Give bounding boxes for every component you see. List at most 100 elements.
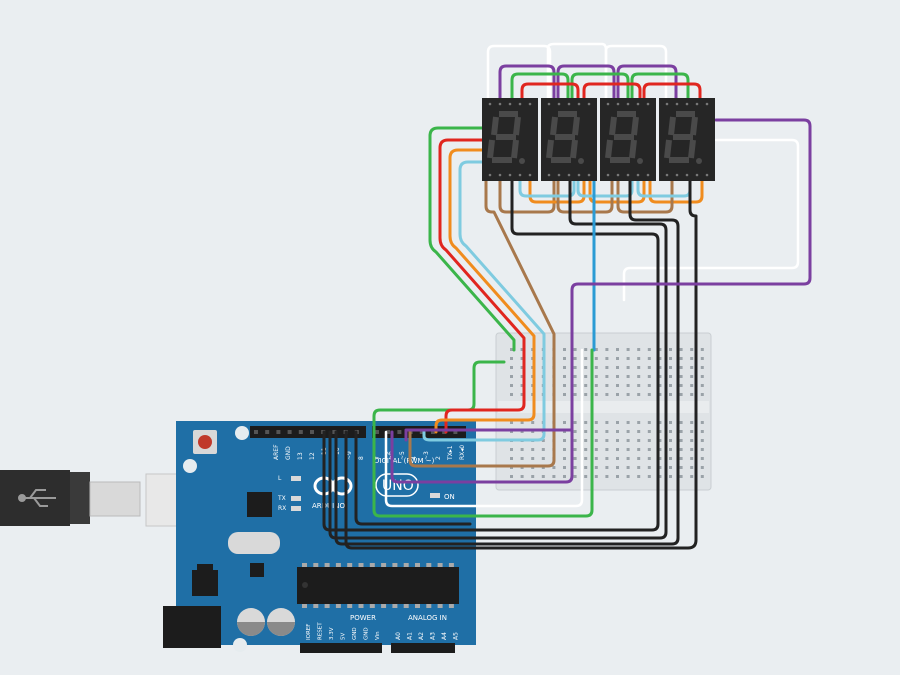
mounting-hole xyxy=(235,426,249,440)
wire-white[interactable] xyxy=(486,44,552,100)
header-pin[interactable] xyxy=(298,430,303,434)
breadboard-hole xyxy=(679,430,683,433)
wire-orange[interactable] xyxy=(448,148,536,352)
breadboard-hole xyxy=(520,375,524,378)
breadboard-hole xyxy=(563,448,566,451)
wire-red[interactable] xyxy=(444,348,526,434)
breadboard-hole xyxy=(658,430,662,433)
breadboard-hole xyxy=(584,439,588,442)
capacitor xyxy=(237,608,265,636)
power-pin-label: Vin xyxy=(375,631,381,640)
analog-header xyxy=(391,643,455,653)
wire-purple[interactable] xyxy=(390,118,812,484)
wire-brown[interactable] xyxy=(484,179,556,352)
wire-white[interactable] xyxy=(622,138,800,302)
breadboard-hole xyxy=(594,421,598,424)
wire-purple[interactable] xyxy=(498,64,556,100)
wire-purple[interactable] xyxy=(616,64,678,100)
breadboard-hole xyxy=(563,475,566,478)
header-pin[interactable] xyxy=(397,430,402,434)
wire-green[interactable] xyxy=(630,72,690,100)
breadboard-hole xyxy=(594,348,598,351)
wire-lightblue[interactable] xyxy=(576,179,634,198)
header-pin[interactable] xyxy=(375,430,379,434)
breadboard-hole xyxy=(616,393,619,396)
header-pin[interactable] xyxy=(386,430,391,434)
wire-green[interactable] xyxy=(510,72,570,100)
segment-c xyxy=(629,139,637,159)
wire-green[interactable] xyxy=(428,126,516,352)
wire-lightblue[interactable] xyxy=(458,160,546,352)
breadboard-hole xyxy=(520,421,524,424)
breadboard-hole xyxy=(658,466,662,469)
wire-brown[interactable] xyxy=(616,179,674,214)
wire-black[interactable] xyxy=(334,179,680,546)
header-pin[interactable] xyxy=(332,430,337,434)
wire-red[interactable] xyxy=(438,138,526,352)
wire-purple[interactable] xyxy=(404,428,574,442)
status-led xyxy=(291,506,301,511)
breadboard-hole xyxy=(520,475,524,478)
breadboard-hole xyxy=(679,439,683,442)
pin-label: TX▸1 xyxy=(447,445,454,461)
segment-b xyxy=(631,116,639,136)
seven-segment-display[interactable] xyxy=(482,98,538,181)
dc-power-jack[interactable] xyxy=(163,606,221,648)
wire-lightblue[interactable] xyxy=(518,179,576,198)
wire-red[interactable] xyxy=(642,82,702,100)
wire-black[interactable] xyxy=(344,179,698,550)
header-pin[interactable] xyxy=(453,430,458,434)
wire-black[interactable] xyxy=(322,179,660,532)
usb-cable[interactable] xyxy=(0,470,141,526)
breadboard-hole xyxy=(626,384,630,387)
wire-lightblue[interactable] xyxy=(422,348,546,442)
breadboard-hole xyxy=(690,348,694,351)
breadboard-hole xyxy=(584,393,588,396)
wire-orange[interactable] xyxy=(648,179,704,204)
seven-segment-display[interactable] xyxy=(600,98,656,181)
wire-white[interactable] xyxy=(604,44,668,100)
header-pin[interactable] xyxy=(310,430,314,434)
wire-white[interactable] xyxy=(384,348,584,508)
breadboard-hole xyxy=(690,439,694,442)
breadboard-hole xyxy=(616,430,619,433)
header-pin[interactable] xyxy=(431,430,435,434)
wire-purple[interactable] xyxy=(556,64,616,100)
wire-red[interactable] xyxy=(582,82,642,100)
wire-red[interactable] xyxy=(520,82,580,100)
reset-button-cap[interactable] xyxy=(198,435,212,449)
wire-black[interactable] xyxy=(328,179,668,540)
header-pin[interactable] xyxy=(254,430,258,434)
header-pin[interactable] xyxy=(265,430,270,434)
wire-black[interactable] xyxy=(354,430,472,526)
seven-segment-display[interactable] xyxy=(659,98,715,181)
wire-green[interactable] xyxy=(372,348,594,518)
breadboard-hole xyxy=(690,357,694,360)
breadboard-hole xyxy=(637,393,641,396)
header-pin[interactable] xyxy=(419,430,424,434)
breadboard-hole xyxy=(690,457,694,460)
seven-segment-displays xyxy=(482,98,715,181)
breadboard-hole xyxy=(700,475,704,478)
wire-brown[interactable] xyxy=(556,179,614,214)
wire-lightblue[interactable] xyxy=(636,179,692,198)
breadboard-hole xyxy=(531,421,535,424)
breadboard-hole xyxy=(510,357,513,360)
wire-brown[interactable] xyxy=(408,348,556,468)
header-pin[interactable] xyxy=(442,430,447,434)
atmega-microcontroller xyxy=(297,567,459,604)
breadboard-hole xyxy=(690,366,694,369)
breadboard-hole xyxy=(594,384,598,387)
breadboard-hole xyxy=(584,421,588,424)
breadboard-hole xyxy=(669,475,672,478)
wire-brown[interactable] xyxy=(498,179,556,214)
breadboard-hole xyxy=(647,439,651,442)
power-pin-label: 3.3V xyxy=(329,627,335,640)
breadboard-hole xyxy=(573,357,577,360)
wire-orange[interactable] xyxy=(434,348,536,434)
header-pin[interactable] xyxy=(276,430,281,434)
header-pin[interactable] xyxy=(287,430,292,434)
seven-segment-display[interactable] xyxy=(541,98,597,181)
wire-green[interactable] xyxy=(570,72,630,100)
